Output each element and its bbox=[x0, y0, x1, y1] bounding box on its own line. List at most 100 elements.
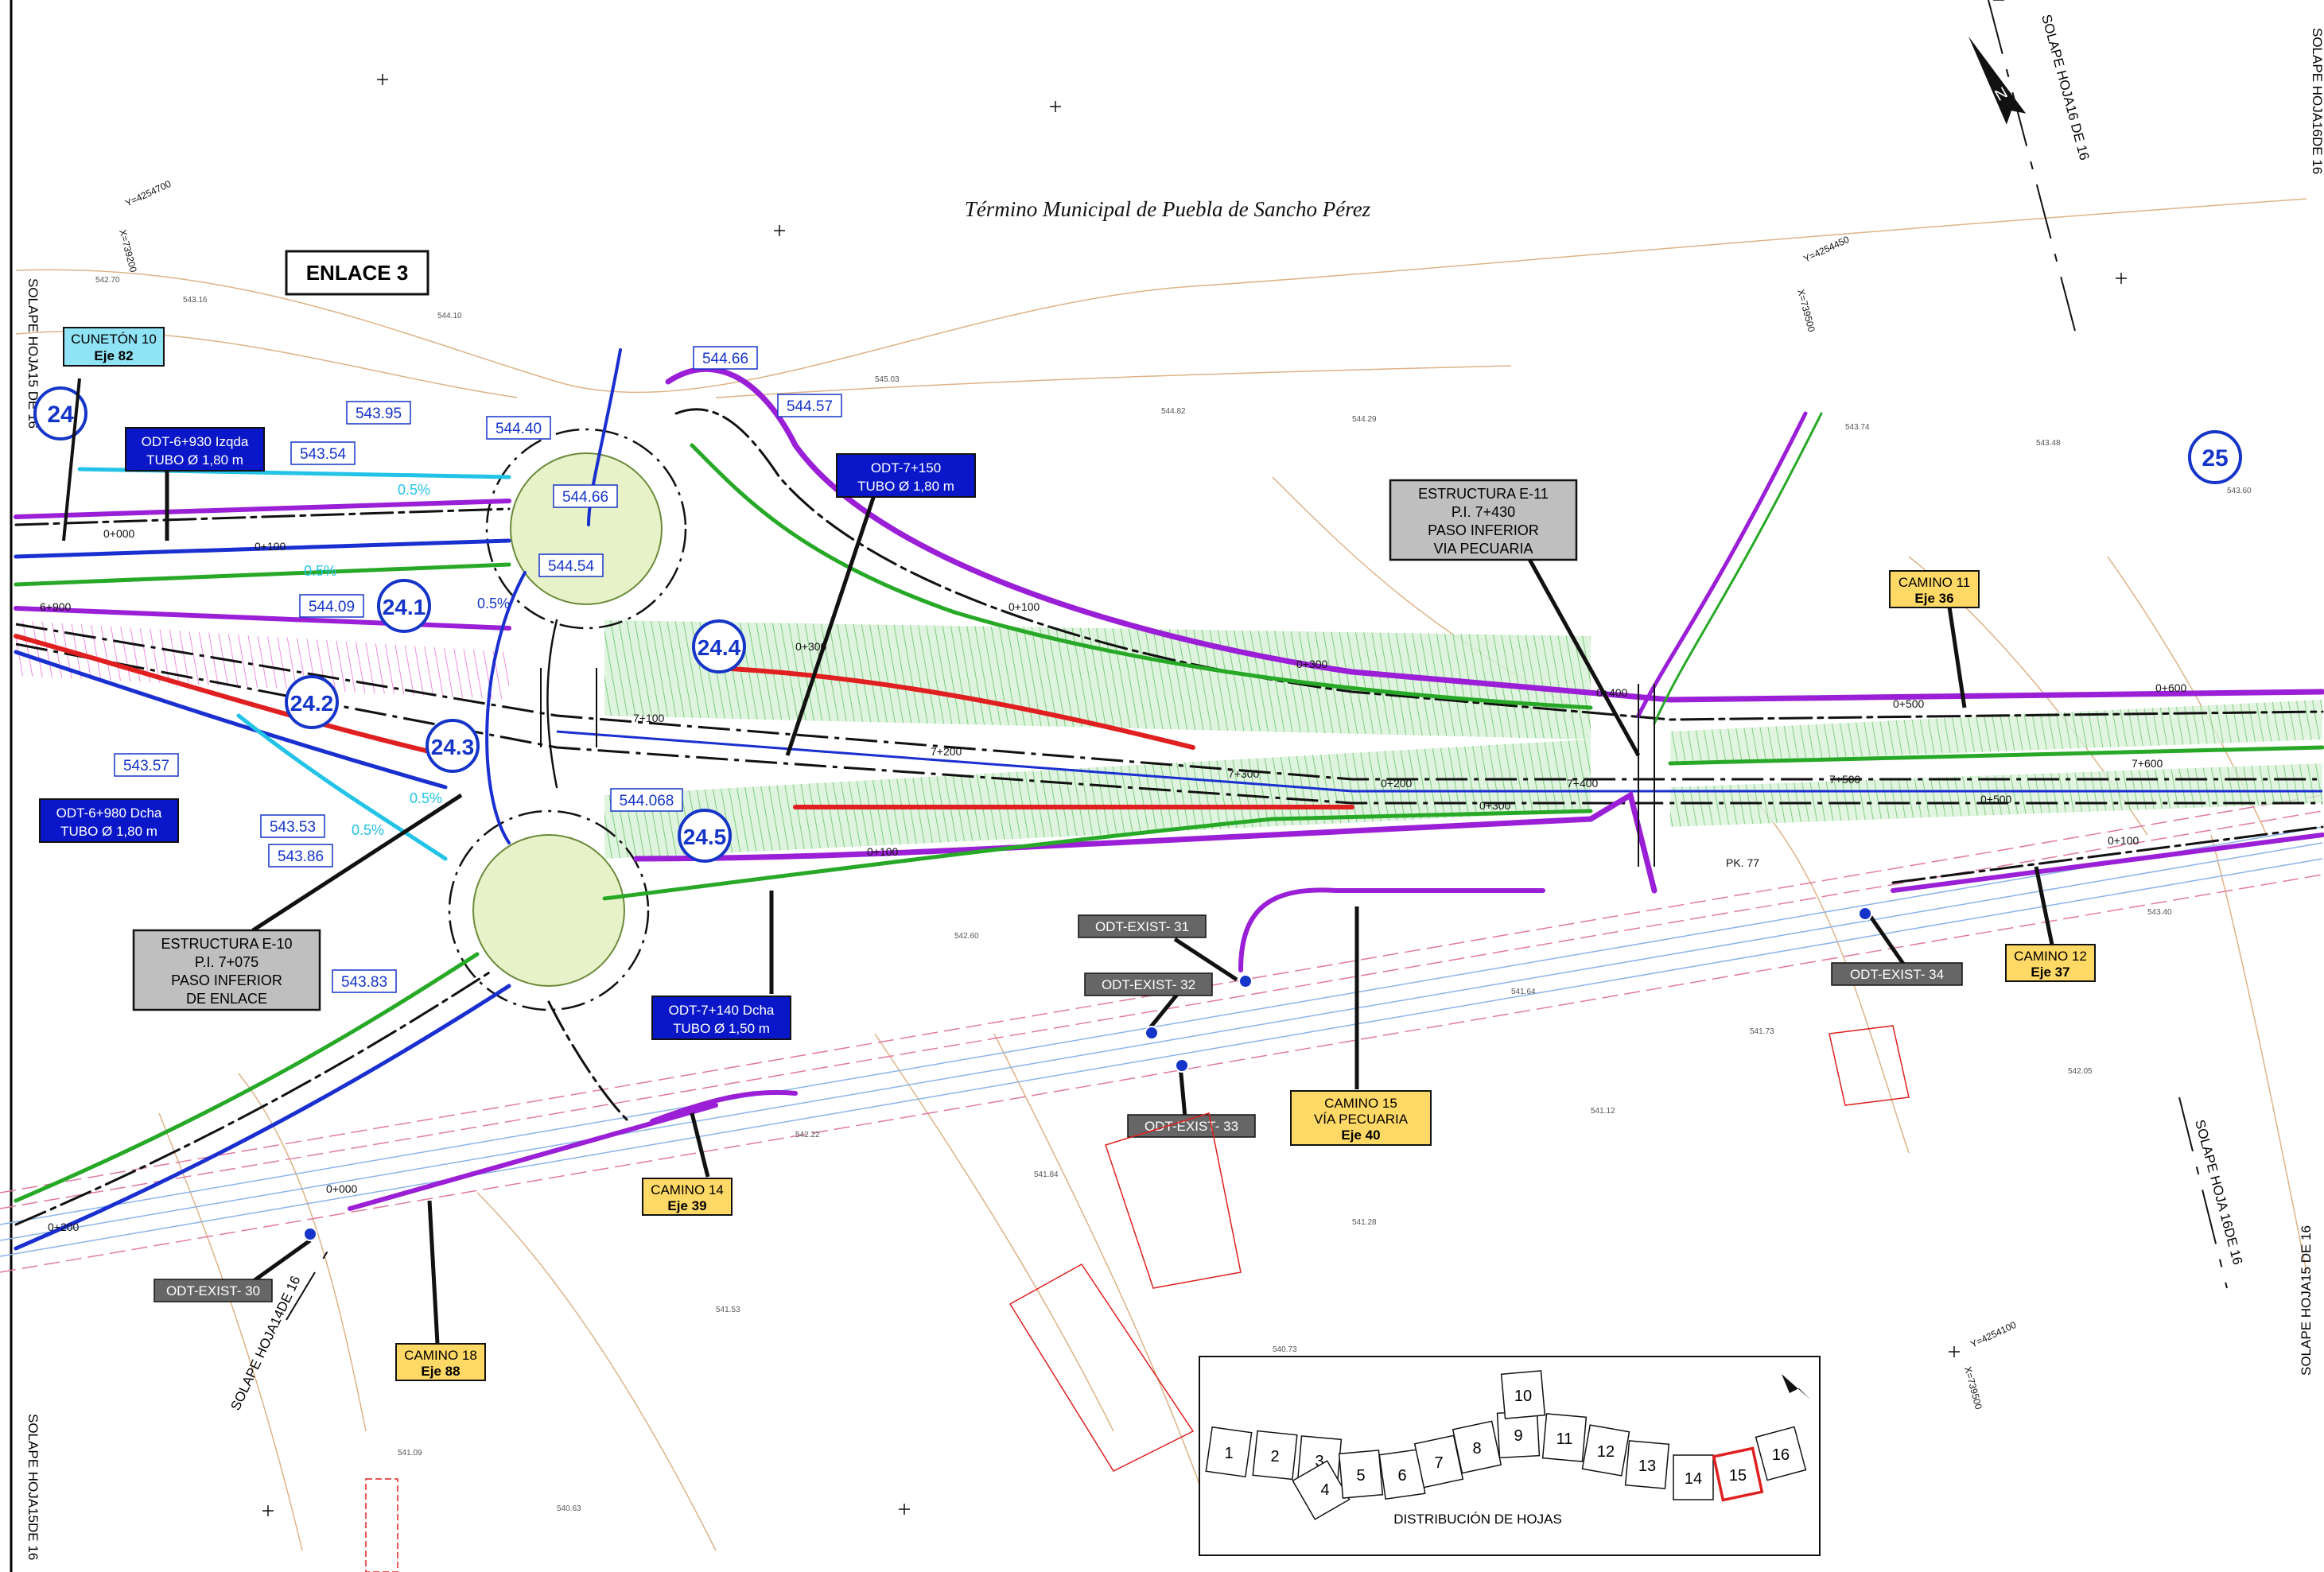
svg-text:543.60: 543.60 bbox=[2227, 487, 2252, 495]
structure-e11-pi: P.I. 7+430 bbox=[1452, 504, 1515, 520]
elevation-label: 544.57 bbox=[787, 398, 833, 415]
chainage-label: 0+000 bbox=[326, 1182, 358, 1195]
sheet-3: 3 bbox=[1315, 1453, 1323, 1470]
svg-text:543.74: 543.74 bbox=[1845, 423, 1870, 432]
svg-text:541.12: 541.12 bbox=[1591, 1107, 1615, 1116]
structure-e11-box: ESTRUCTURA E-11 P.I. 7+430 PASO INFERIOR… bbox=[1389, 479, 1578, 561]
odt-exist-33-label: ODT-EXIST- 33 bbox=[1145, 1119, 1238, 1134]
chainage-label: 6+900 bbox=[40, 600, 72, 613]
roundabout-north bbox=[510, 452, 663, 605]
svg-text:542.05: 542.05 bbox=[2068, 1067, 2093, 1076]
sheet-distribution-legend: DISTRIBUCIÓN DE HOJAS 1 2 3 4 5 6 7 8 9 … bbox=[1199, 1356, 1821, 1556]
svg-text:540.63: 540.63 bbox=[557, 1504, 581, 1513]
svg-text:544.82: 544.82 bbox=[1161, 407, 1186, 416]
sheet-4: 4 bbox=[1320, 1481, 1329, 1499]
camino-18-box: CAMINO 18 Eje 88 bbox=[395, 1343, 486, 1381]
structure-e11-type: PASO INFERIOR bbox=[1428, 522, 1539, 538]
chainage-label: 0+100 bbox=[1008, 600, 1040, 613]
grid-crosses bbox=[262, 0, 2127, 1516]
chainage-label: 0+500 bbox=[1893, 697, 1925, 710]
chainage-label: 0+100 bbox=[2108, 834, 2139, 847]
elevation-label: 543.54 bbox=[300, 446, 347, 463]
camino-15-eje: Eje 40 bbox=[1341, 1128, 1380, 1143]
odt-exist-31-label: ODT-EXIST- 31 bbox=[1095, 919, 1189, 934]
sheet-15-current: 15 bbox=[1729, 1467, 1747, 1485]
odt-6980-tube: TUBO Ø 1,80 m bbox=[60, 824, 157, 839]
elevation-label: 544.40 bbox=[496, 421, 542, 437]
svg-text:542.22: 542.22 bbox=[795, 1131, 820, 1139]
svg-text:540.73: 540.73 bbox=[1273, 1345, 1297, 1354]
odt-6930-box: ODT-6+930 Izqda TUBO Ø 1,80 m bbox=[125, 427, 265, 472]
elevation-label: 543.86 bbox=[278, 848, 324, 865]
leader-lines bbox=[62, 378, 2054, 1345]
chainage-label: 7+500 bbox=[1829, 773, 1861, 786]
section-circle-24-2-label: 24.2 bbox=[290, 691, 334, 716]
chainage-label: 0+200 bbox=[48, 1221, 80, 1233]
svg-text:541.09: 541.09 bbox=[398, 1449, 422, 1457]
svg-text:541.84: 541.84 bbox=[1034, 1170, 1059, 1179]
svg-text:545.03: 545.03 bbox=[875, 375, 900, 384]
section-circle-24-1-label: 24.1 bbox=[383, 595, 426, 619]
chainage-label: 0+300 bbox=[1479, 799, 1511, 812]
existing-road-lines bbox=[0, 826, 2323, 1257]
enlace-label: ENLACE 3 bbox=[306, 261, 409, 285]
sheet-10: 10 bbox=[1514, 1388, 1532, 1405]
camino-14-eje: Eje 39 bbox=[667, 1198, 706, 1213]
odt-7140-tube: TUBO Ø 1,50 m bbox=[673, 1021, 770, 1036]
odt-exist-32-label: ODT-EXIST- 32 bbox=[1102, 977, 1195, 992]
chainage-label: 0+000 bbox=[103, 527, 135, 540]
chainage-label: 7+200 bbox=[931, 745, 962, 758]
camino-18-label: CAMINO 18 bbox=[404, 1348, 477, 1363]
slope-label: 0.5% bbox=[477, 596, 510, 611]
chainage-label: 7+100 bbox=[633, 712, 665, 724]
embankment-hatch-north bbox=[604, 620, 1591, 739]
embankment-hatch-east bbox=[1670, 700, 2322, 763]
chainage-label: 0+400 bbox=[1596, 686, 1628, 699]
sheet-1: 1 bbox=[1224, 1445, 1233, 1462]
municipality-title: Término Municipal de Puebla de Sancho Pé… bbox=[965, 197, 1371, 221]
chainage-label: 7+300 bbox=[1228, 767, 1260, 780]
sheet-16: 16 bbox=[1772, 1446, 1790, 1464]
elevation-label: 544.54 bbox=[548, 558, 595, 575]
odt-6980-box: ODT-6+980 Dcha TUBO Ø 1,80 m bbox=[39, 798, 179, 843]
section-circles: 24 25 24.1 24.2 24.3 24.4 24.5 bbox=[33, 386, 2242, 863]
svg-text:543.48: 543.48 bbox=[2036, 439, 2061, 448]
camino-15-type: VÍA PECUARIA bbox=[1314, 1112, 1409, 1127]
svg-text:542.60: 542.60 bbox=[954, 932, 979, 941]
structure-crossing-lines bbox=[540, 668, 1655, 867]
sheet-14: 14 bbox=[1685, 1470, 1702, 1488]
camino-11-eje: Eje 36 bbox=[1914, 591, 1953, 606]
sheet-12: 12 bbox=[1597, 1443, 1615, 1461]
chainage-label: 0+600 bbox=[2155, 681, 2187, 694]
chainage-label: 0+300 bbox=[795, 640, 827, 653]
section-circle-24-3-label: 24.3 bbox=[431, 735, 475, 759]
chainage-label: 7+600 bbox=[2132, 757, 2163, 770]
roundabout-north-ring bbox=[485, 428, 687, 630]
slope-label: 0.5% bbox=[398, 482, 430, 498]
structure-e10-box: ESTRUCTURA E-10 P.I. 7+075 PASO INFERIOR… bbox=[132, 929, 321, 1011]
road-branches bbox=[14, 348, 2324, 1251]
odt-exist-34-label: ODT-EXIST- 34 bbox=[1850, 967, 1944, 982]
odt-6980-label: ODT-6+980 Dcha bbox=[56, 805, 162, 821]
camino-11-box: CAMINO 11 Eje 36 bbox=[1889, 570, 1980, 608]
structure-e10-type: PASO INFERIOR bbox=[171, 972, 282, 988]
svg-text:544.29: 544.29 bbox=[1352, 415, 1377, 424]
chainage-label: 0+300 bbox=[1296, 658, 1328, 670]
elevation-labels: 543.54 543.95 544.40 544.66 544.57 544.6… bbox=[114, 346, 842, 993]
odt-6930-label: ODT-6+930 Izqda bbox=[142, 434, 249, 449]
section-circle-24-4-label: 24.4 bbox=[698, 635, 741, 660]
north-arrow-icon: N bbox=[1968, 36, 2027, 125]
odt-7140-box: ODT-7+140 Dcha TUBO Ø 1,50 m bbox=[651, 996, 791, 1040]
sheet-13: 13 bbox=[1638, 1457, 1656, 1475]
sheet-8: 8 bbox=[1472, 1440, 1481, 1457]
elevation-label: 544.66 bbox=[562, 489, 608, 506]
slope-label: 0.5% bbox=[410, 790, 442, 806]
elevation-label: 543.53 bbox=[270, 819, 316, 836]
chainage-label: 0+200 bbox=[1381, 777, 1413, 790]
cuneton-10-eje: Eje 82 bbox=[94, 348, 133, 363]
elevation-label: 544.66 bbox=[702, 351, 748, 367]
overlap-lines bbox=[286, 0, 2228, 1321]
odt-exist-markers bbox=[303, 906, 1872, 1241]
elevation-label: 544.068 bbox=[620, 793, 674, 809]
camino-12-eje: Eje 37 bbox=[2031, 965, 2069, 980]
